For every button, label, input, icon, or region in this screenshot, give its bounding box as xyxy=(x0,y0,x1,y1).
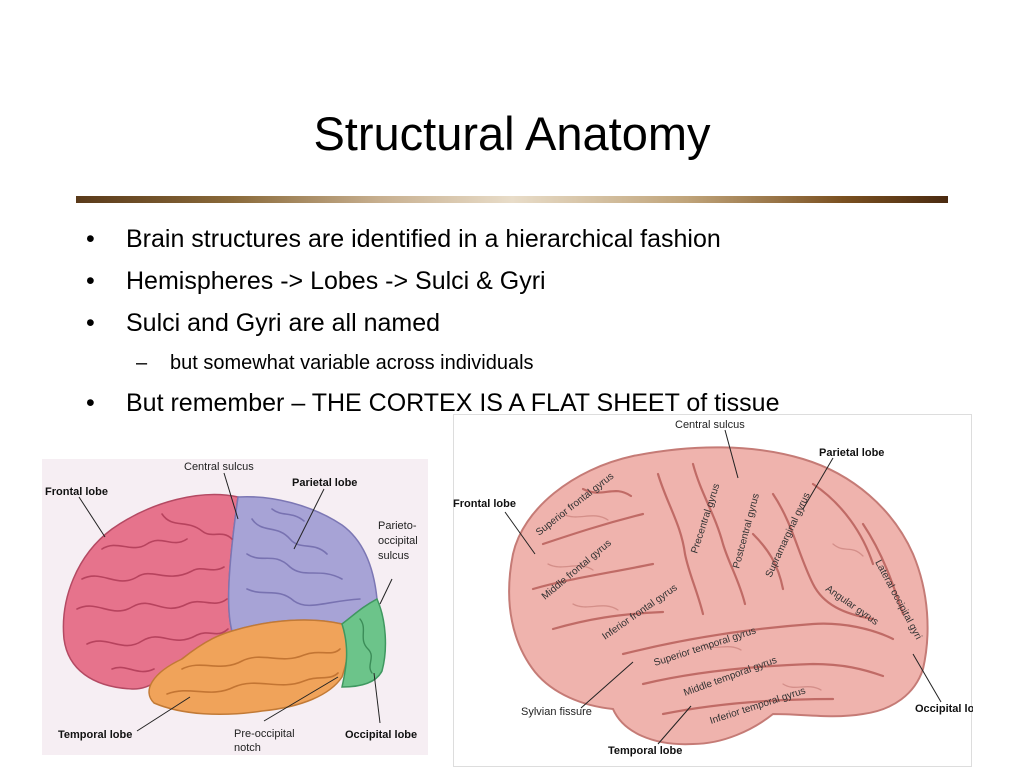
sub-bullet-item: –but somewhat variable across individual… xyxy=(86,348,779,386)
parietal-gyri-texture xyxy=(246,508,361,607)
sulci-pattern xyxy=(531,462,905,716)
lobes-diagram-svg: Central sulcus Frontal lobe Parietal lob… xyxy=(42,459,428,755)
central-sulcus-label: Central sulcus xyxy=(184,461,254,473)
parietal-lobe-label: Parietal lobe xyxy=(292,477,357,489)
parieto-occipital-label-line3: sulcus xyxy=(378,550,410,562)
bullet-text: Sulci and Gyri are all named xyxy=(126,309,441,337)
bullet-item: • Brain structures are identified in a hi… xyxy=(86,222,779,264)
frontal-gyri-texture xyxy=(76,513,233,673)
pre-occipital-label-line2: notch xyxy=(234,742,261,754)
slide-title: Structural Anatomy xyxy=(313,107,711,160)
occipital-gyri-texture xyxy=(359,618,373,674)
bullet-marker: • xyxy=(86,309,95,337)
minor-sulci-pattern xyxy=(547,513,864,691)
bullet-text: But remember – THE CORTEX IS A FLAT SHEE… xyxy=(126,389,780,417)
occipital-lobe-label: Occipital lobe xyxy=(345,729,417,741)
temporal-lobe-label: Temporal lobe xyxy=(58,729,132,741)
gyri-leader-lines xyxy=(504,429,942,745)
bullet-marker: • xyxy=(86,267,95,295)
temporal-lobe-label: Temporal lobe xyxy=(608,745,682,757)
temporal-gyri-texture xyxy=(166,648,341,695)
central-sulcus-label: Central sulcus xyxy=(675,419,745,431)
sub-bullet-text: but somewhat variable across individuals xyxy=(170,352,534,374)
occipital-lobe-label: Occipital lo xyxy=(915,703,973,715)
bullet-item: • Hemispheres -> Lobes -> Sulci & Gyri xyxy=(86,264,779,306)
bullet-marker: • xyxy=(86,225,95,253)
bullet-item: • But remember – THE CORTEX IS A FLAT SHE… xyxy=(86,386,779,428)
sub-bullet-marker: – xyxy=(136,352,148,374)
temporal-lobe-region xyxy=(148,619,349,716)
bullet-list: • Brain structures are identified in a hi… xyxy=(86,222,779,428)
lobes-leader-lines xyxy=(78,472,393,732)
bullet-item: • Sulci and Gyri are all named xyxy=(86,306,779,348)
gyri-diagram: Central sulcus Parietal lobe Frontal lob… xyxy=(453,414,973,768)
parieto-occipital-label-line2: occipital xyxy=(378,535,418,547)
bullet-marker: • xyxy=(86,389,95,417)
parieto-occipital-label-line1: Parieto- xyxy=(378,520,417,532)
gyri-diagram-svg: Central sulcus Parietal lobe Frontal lob… xyxy=(453,414,973,767)
pre-occipital-label-line1: Pre-occipital xyxy=(234,728,295,740)
title-divider xyxy=(76,196,948,203)
parietal-lobe-label: Parietal lobe xyxy=(819,447,884,459)
bullet-text: Brain structures are identified in a hie… xyxy=(126,225,721,253)
lobes-diagram: Central sulcus Frontal lobe Parietal lob… xyxy=(42,459,428,755)
frontal-lobe-label: Frontal lobe xyxy=(45,486,108,498)
bullet-text: Hemispheres -> Lobes -> Sulci & Gyri xyxy=(126,267,546,295)
frontal-lobe-label: Frontal lobe xyxy=(453,498,516,510)
sylvian-fissure-label: Sylvian fissure xyxy=(521,706,592,718)
